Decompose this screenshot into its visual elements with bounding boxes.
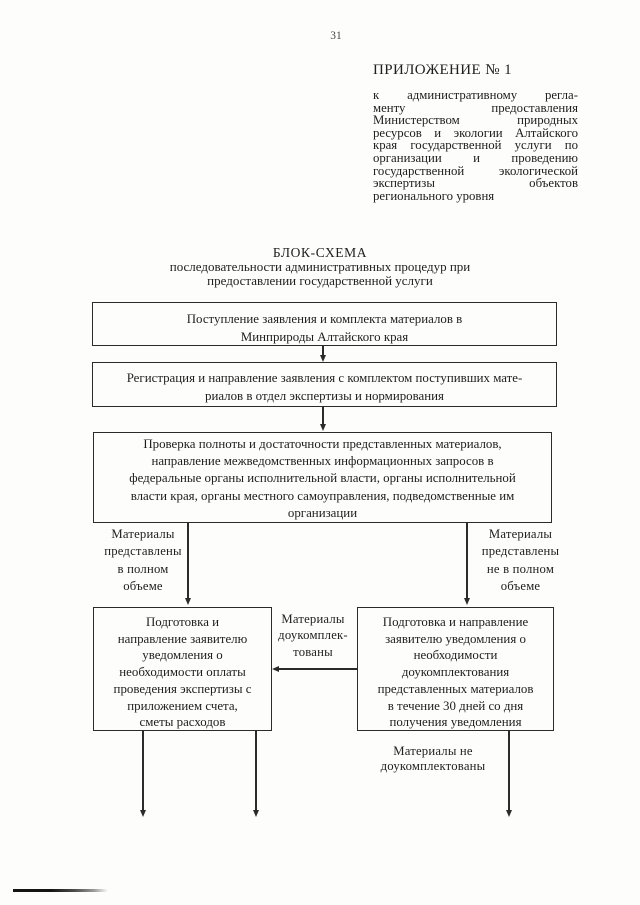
arrow-down-materials-full [187, 523, 189, 598]
flow-box-check: Проверка полноты и достаточности предста… [93, 432, 552, 523]
branch-label-line: не в полном [486, 561, 555, 576]
branch-label-line: в полном [117, 561, 169, 576]
branch-label-line: представлены [104, 544, 182, 559]
flow-box-text: Регистрация и направление заявления с ко… [126, 371, 523, 385]
appendix-text-line: экспертизы объектов [373, 176, 578, 191]
flow-box-text: проведения экспертизы с [113, 681, 252, 696]
appendix-text-line: регионального уровня [373, 188, 495, 203]
appendix-text-line: менту предоставления [373, 100, 578, 115]
flow-box-text: Подготовка и направление [382, 615, 529, 629]
appendix-text-line: ресурсов и экологии Алтайского [373, 125, 578, 140]
flow-box-text: заявителю уведомления о [385, 631, 526, 646]
flow-box-text: федеральные органы исполнительной власти… [129, 471, 516, 486]
appendix-text-line: организации и проведению [373, 150, 578, 165]
flow-box-text: в течение 30 дней со дня [387, 698, 524, 713]
branch-label-line: Материалы не [393, 744, 473, 758]
branch-label-line: доукомплектованы [380, 759, 486, 774]
arrow-down-payment-left [142, 731, 144, 810]
flow-box-text: риалов в отдел экспертизы и нормирования [205, 389, 444, 403]
flow-box-text: необходимости оплаты [119, 665, 246, 680]
diagram-subtitle-line: последовательности административных проц… [169, 259, 471, 274]
branch-label-line: Материалы [488, 527, 553, 541]
flow-box-text: власти края, органы местного самоуправле… [130, 488, 515, 503]
branch-label-materials-not-completed: Материалы не доукомплектованы [368, 744, 498, 774]
flow-box-text: уведомления о [142, 648, 223, 663]
flow-box-text: приложением счета, [127, 698, 238, 713]
flow-box-text: сметы расходов [139, 715, 226, 730]
arrow-down-payment-right [255, 731, 257, 810]
footnote-rule [13, 889, 108, 892]
arrow-down-materials-not-completed [508, 731, 510, 810]
appendix-text-line: государственной экологической [373, 163, 578, 178]
arrow-down-intake-to-registration [322, 346, 324, 355]
branch-label-line: Материалы [281, 612, 345, 626]
branch-label-line: объеме [123, 579, 163, 594]
flow-box-text: Подготовка и [145, 615, 220, 629]
diagram-title-main: БЛОК-СХЕМА [272, 245, 368, 260]
branch-label-line: тованы [293, 644, 333, 659]
flow-box-resupply-notice: Подготовка и направление заявителю уведо… [357, 607, 554, 731]
flow-box-text: представленных материалов [377, 681, 534, 696]
branch-label-materials-completed: Материалы доукомплек- тованы [271, 611, 355, 660]
branch-label-line: представлены [481, 544, 560, 559]
appendix-heading: ПРИЛОЖЕНИЕ № 1 [373, 62, 512, 78]
flow-box-text: получения уведомления [389, 715, 522, 730]
diagram-subtitle-line: предоставлении государственной услуги [207, 272, 433, 288]
flow-box-text: Минприроды Алтайского края [240, 330, 409, 344]
page-number: 31 [330, 30, 342, 42]
flow-box-text: направление заявителю [117, 631, 248, 646]
diagram-title: БЛОК-СХЕМА последовательности администра… [0, 246, 640, 287]
appendix-text-line: Министерством природных [373, 113, 578, 128]
arrow-down-registration-to-check [322, 407, 324, 424]
flow-box-text: необходимости [413, 648, 498, 663]
flow-box-text: доукомплектования [401, 665, 510, 680]
appendix-text-line: к административному регла- [373, 88, 578, 102]
flow-box-text: Проверка полноты и достаточности предста… [143, 437, 502, 451]
branch-label-materials-full: Материалы представлены в полном объеме [95, 526, 191, 596]
branch-label-materials-not-full: Материалы представлены не в полном объем… [472, 526, 569, 596]
branch-label-line: доукомплек- [278, 628, 348, 643]
branch-label-line: объеме [500, 579, 541, 594]
appendix-text-line: края государственной услуги по [373, 138, 578, 153]
flow-box-text: организации [287, 505, 358, 520]
appendix-header: ПРИЛОЖЕНИЕ № 1 к административному регла… [373, 62, 578, 202]
flow-box-text: направление межведомственных информацион… [151, 454, 494, 469]
arrow-down-materials-not-full [466, 523, 468, 598]
flow-box-registration: Регистрация и направление заявления с ко… [92, 362, 557, 407]
flow-box-text: Поступление заявления и комплекта матери… [186, 312, 463, 326]
branch-label-line: Материалы [111, 527, 175, 541]
flow-box-intake: Поступление заявления и комплекта матери… [92, 302, 557, 346]
arrow-left-resupply-to-payment [279, 668, 357, 670]
flow-box-payment-notice: Подготовка и направление заявителю уведо… [93, 607, 272, 731]
